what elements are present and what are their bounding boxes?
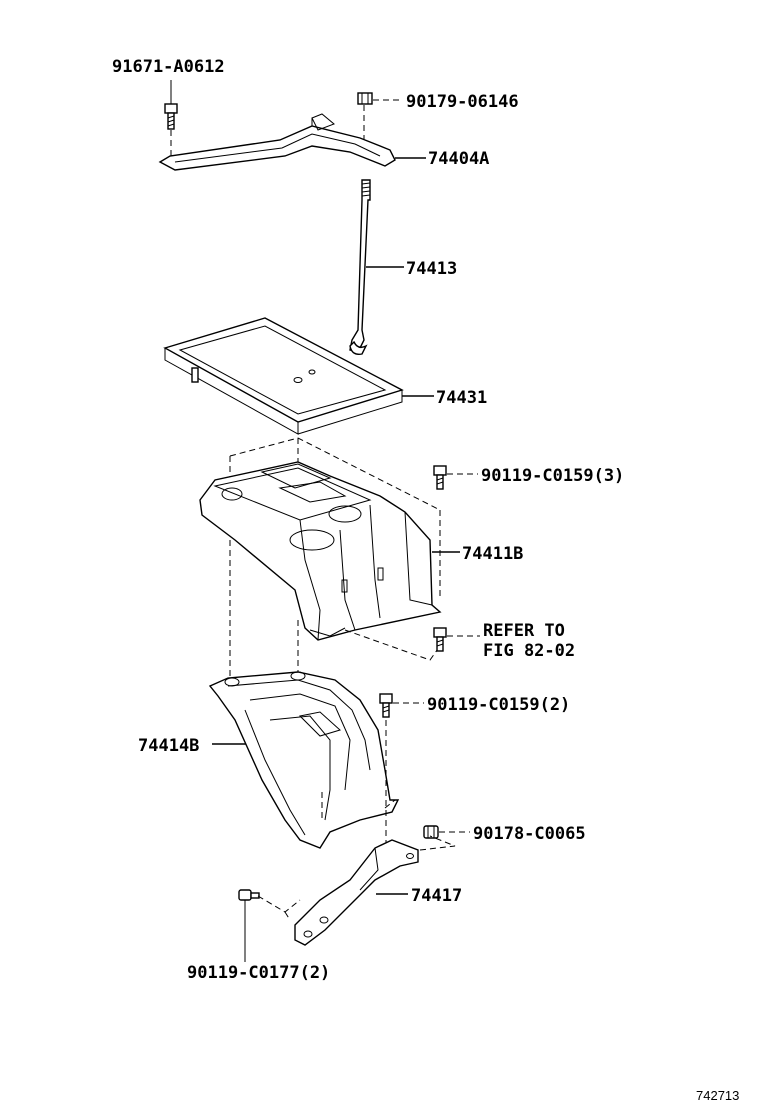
figure-number: 742713: [696, 1088, 739, 1103]
label-bracket: 74417: [411, 886, 462, 906]
bracket-74417: [294, 839, 419, 946]
label-clamp: 74404A: [428, 149, 489, 169]
carrier-74411B: [199, 461, 442, 641]
label-refer-line1: REFER TO: [483, 621, 565, 641]
label-bolt-bracket: 90119-C0177(2): [187, 963, 330, 983]
label-nut-top: 90179-06146: [406, 92, 519, 112]
bolt-insulator-icon: [379, 693, 393, 718]
label-insulator: 74414B: [138, 736, 199, 756]
label-bolt-top: 91671-A0612: [112, 57, 225, 77]
label-carrier: 74411B: [462, 544, 523, 564]
label-tray: 74431: [436, 388, 487, 408]
bolt-top-icon: [164, 103, 178, 130]
label-nut-bracket: 90178-C0065: [473, 824, 586, 844]
clamp-74404A: [158, 113, 396, 171]
nut-top-icon: [357, 92, 373, 105]
label-refer-line2: FIG 82-02: [483, 641, 575, 661]
bolt-refer-icon: [433, 627, 447, 652]
bolt-bracket-icon: [238, 889, 260, 901]
bolt-carrier-icon: [433, 465, 447, 490]
label-rod: 74413: [406, 259, 457, 279]
tray-74431: [163, 317, 404, 435]
label-bolt-insulator: 90119-C0159(2): [427, 695, 570, 715]
rod-74413: [349, 179, 371, 356]
label-bolt-carrier: 90119-C0159(3): [481, 466, 624, 486]
insulator-74414B: [208, 671, 400, 849]
nut-bracket-icon: [423, 825, 439, 839]
